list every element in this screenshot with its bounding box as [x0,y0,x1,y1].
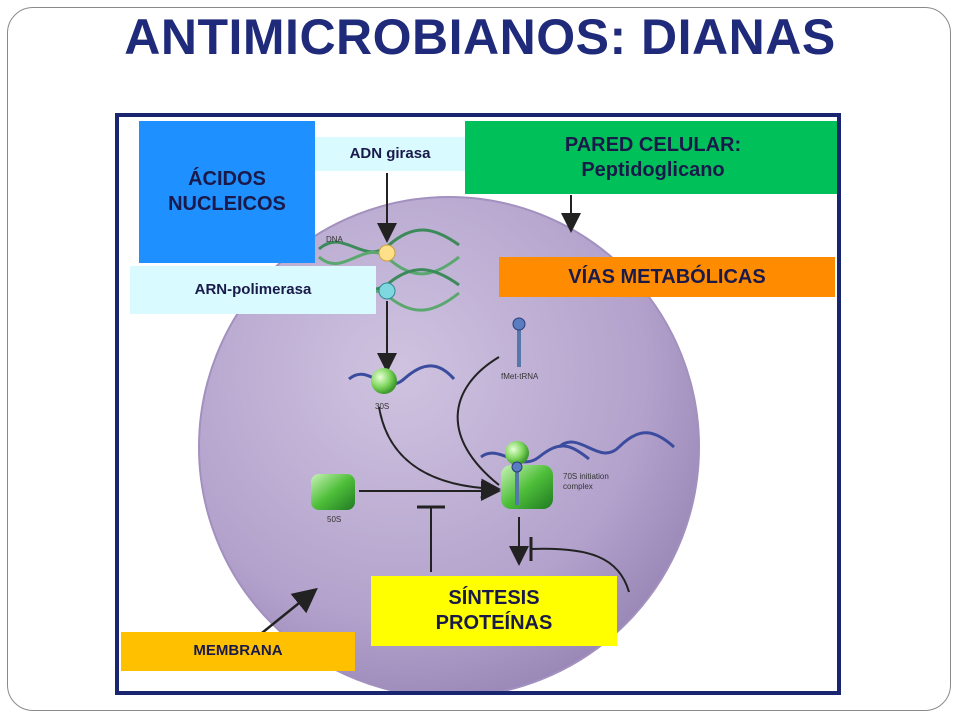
path-trna-to-complex [456,356,500,486]
dna-gyrase-enzyme [378,244,396,262]
dna-label: DNA [326,235,344,244]
ribosome-70s-small [505,441,529,465]
membrane-label: MEMBRANA [121,632,355,671]
metabolic-pathways-label: VÍAS METABÓLICAS [499,257,835,297]
cell-diagram: DNA 30S fMet-tRNA 50S 70S initiation com… [198,173,700,691]
ribosome-70s [501,465,553,509]
diagram-figure: DNA 30S fMet-tRNA 50S 70S initiation com… [115,113,841,695]
fmet-trna-head [512,317,526,331]
inhibition-curve [530,547,630,593]
path-30s-to-complex [378,406,501,499]
nucleic-acids-label: ÁCIDOS NUCLEICOS [139,121,315,263]
complex-label-1: 70S initiation [563,472,609,481]
slide-frame [7,7,951,711]
cell-wall-label: PARED CELULAR: Peptidoglicano [465,121,837,194]
protein-synthesis-label: SÍNTESIS PROTEÍNAS [371,576,617,646]
page-title: ANTIMICROBIANOS: DIANAS [124,9,836,65]
label-30s: 30S [375,402,389,411]
ribosome-30s [371,368,397,394]
label-50s: 50S [327,515,341,524]
rna-polymerase-enzyme [378,282,396,300]
ribosome-50s [311,474,355,510]
bacterial-cell [198,196,700,691]
rna-polymerase-label: ARN-polimerasa [130,266,376,314]
fmet-trna-label: fMet-tRNA [501,372,539,381]
dna-gyrase-label: ADN girasa [315,137,465,171]
complex-label-2: complex [563,482,593,491]
